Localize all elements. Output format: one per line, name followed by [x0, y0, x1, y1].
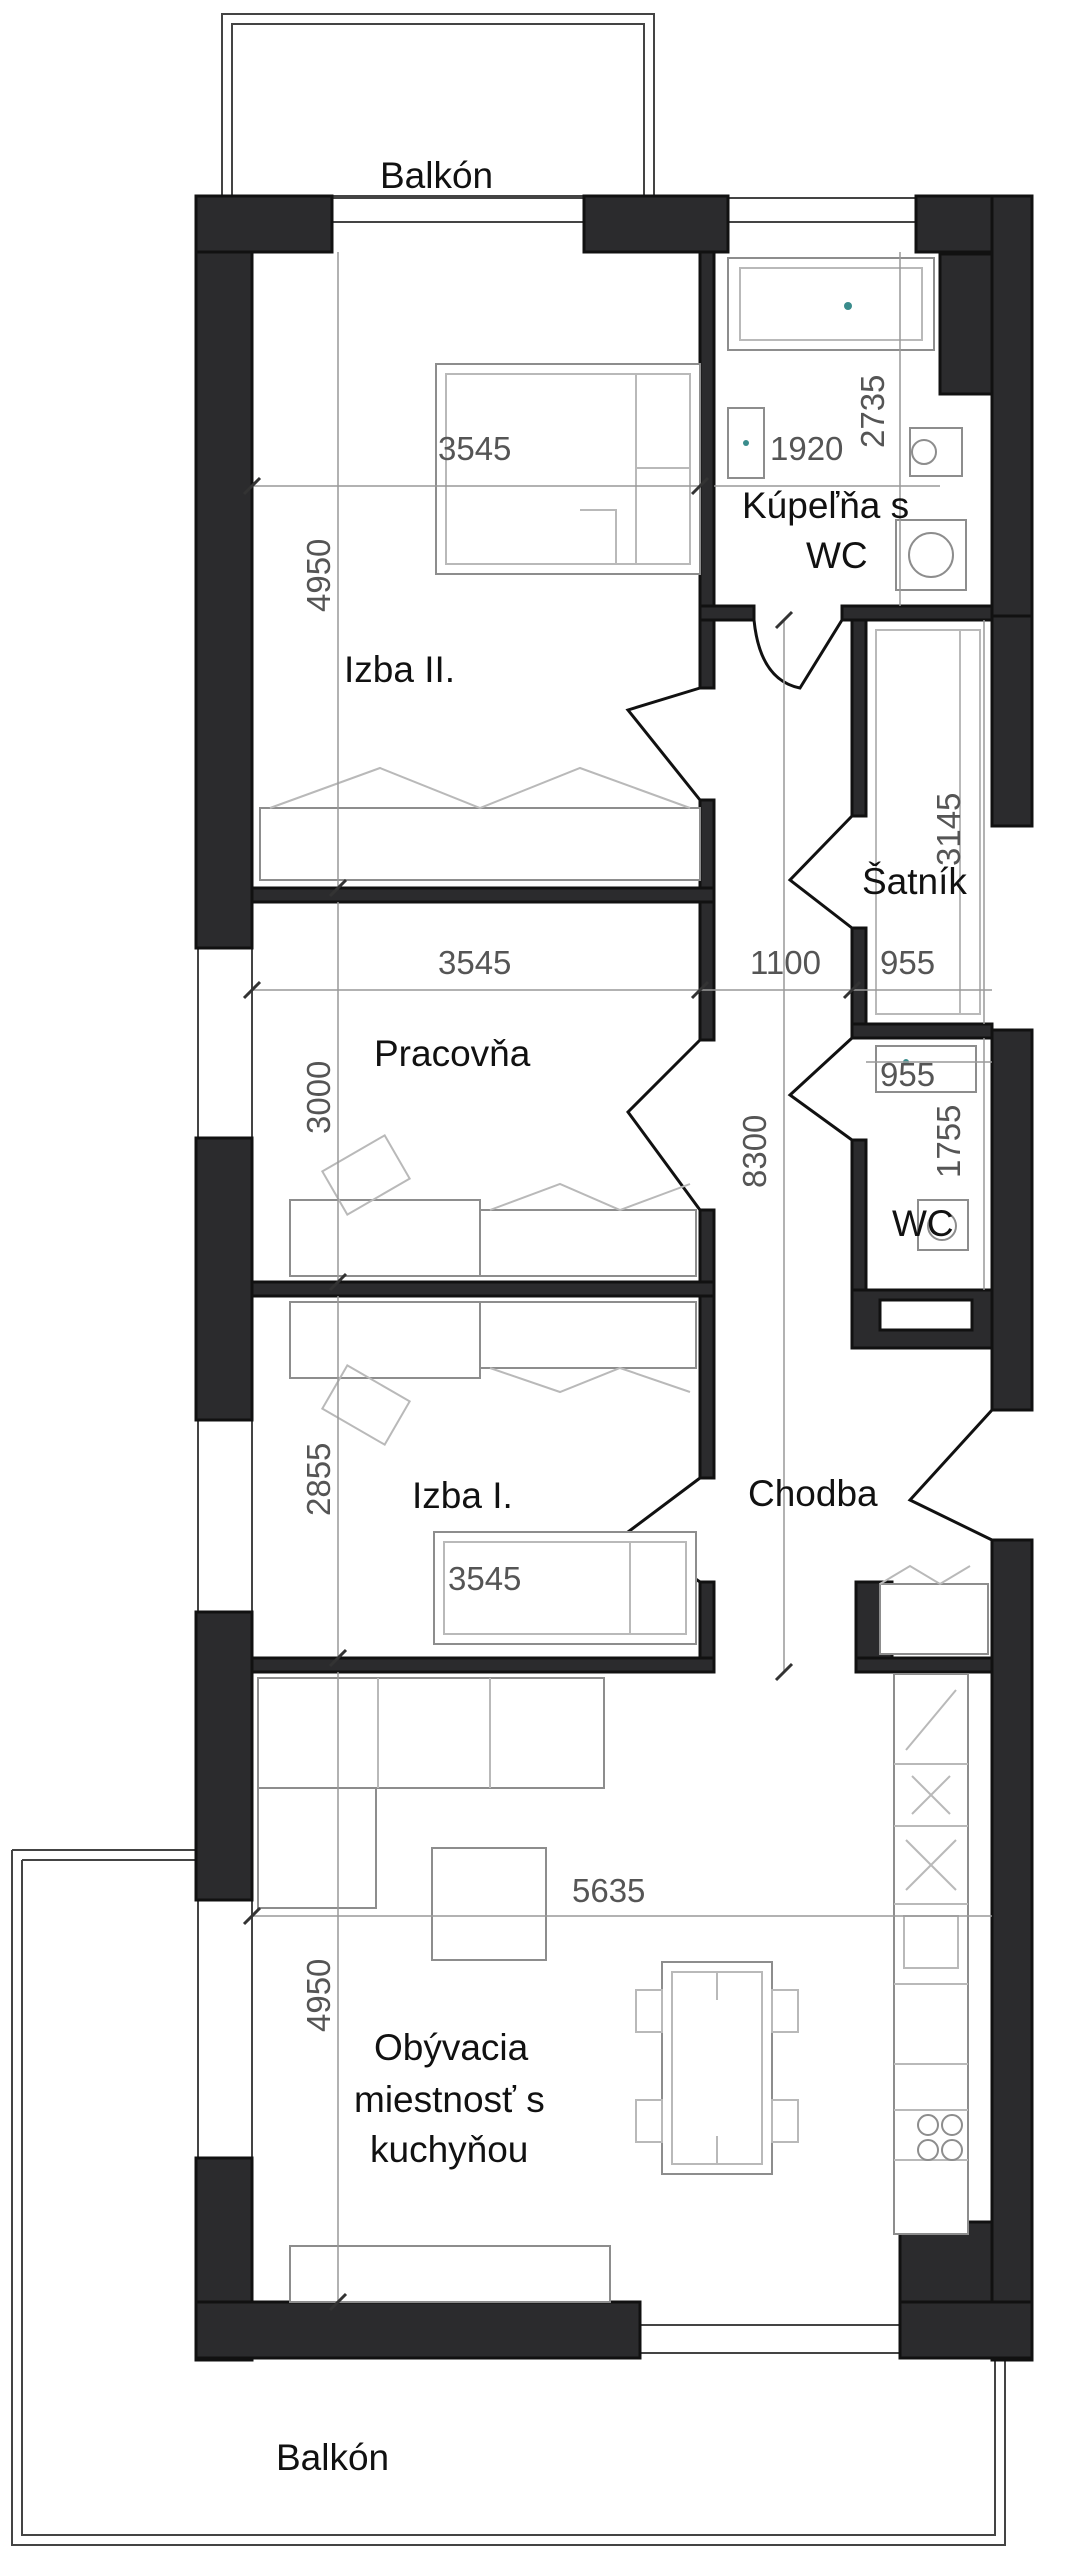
label-living-line1: Obývacia — [374, 2027, 529, 2068]
dim-hall-length: 8300 — [736, 1115, 773, 1188]
label-walkin: Šatník — [862, 861, 967, 902]
dim-bedroom1-depth: 2855 — [300, 1443, 337, 1516]
doors — [625, 619, 994, 1584]
dim-living-depth: 4950 — [300, 1959, 337, 2032]
dim-bedroom1-width: 3545 — [448, 1560, 521, 1597]
wc-fixtures — [875, 1045, 977, 1251]
dim-study-depth: 3000 — [300, 1061, 337, 1134]
bed-single — [433, 1531, 697, 1645]
dim-hall-width: 1100 — [750, 944, 821, 981]
label-study: Pracovňa — [374, 1033, 531, 1074]
dim-walkin-width: 955 — [880, 944, 935, 981]
walkin-shelves — [875, 629, 981, 1015]
wardrobe-bedroom1 — [289, 1301, 697, 1447]
label-bedroom2: Izba II. — [344, 649, 455, 690]
coffee-table — [431, 1847, 547, 1961]
bed-double — [435, 363, 701, 575]
label-living-line3: kuchyňou — [370, 2129, 528, 2170]
hall-cabinet — [879, 1564, 989, 1655]
label-balcony-top: Balkón — [380, 155, 493, 196]
balcony-top — [221, 13, 655, 197]
label-wc: WC — [892, 1203, 954, 1244]
dim-bath-depth: 2735 — [854, 375, 891, 448]
dim-living-width: 5635 — [572, 1872, 645, 1909]
balcony-bottom — [11, 1849, 1006, 2546]
bathtub — [727, 257, 935, 351]
label-bedroom1: Izba I. — [412, 1475, 513, 1516]
dim-wc-width: 955 — [880, 1056, 935, 1093]
label-balcony-bottom: Balkón — [276, 2437, 389, 2478]
dim-walkin-depth: 3145 — [930, 793, 967, 866]
washbasin — [727, 407, 765, 479]
label-bathroom-line2: WC — [806, 535, 868, 576]
label-hall: Chodba — [748, 1473, 878, 1514]
dim-bedroom2-width: 3545 — [438, 430, 511, 467]
sofa — [257, 1677, 605, 1909]
desk — [289, 1133, 697, 1277]
toilet-bath — [909, 427, 963, 477]
wardrobe-bedroom2 — [259, 766, 701, 881]
washing-machine — [895, 519, 967, 591]
tv-unit — [289, 2245, 611, 2303]
dim-wc-depth: 1755 — [930, 1105, 967, 1178]
dim-bath-width: 1920 — [770, 430, 843, 467]
label-living-line2: miestnosť s — [354, 2079, 545, 2120]
dim-study-width: 3545 — [438, 944, 511, 981]
dim-bedroom2-depth: 4950 — [300, 539, 337, 612]
kitchen-counter — [893, 1673, 969, 2235]
label-bathroom-line1: Kúpeľňa s — [742, 485, 909, 526]
dining-table — [635, 1961, 799, 2175]
dimension-lines — [242, 252, 992, 2312]
walls — [194, 194, 1034, 2362]
